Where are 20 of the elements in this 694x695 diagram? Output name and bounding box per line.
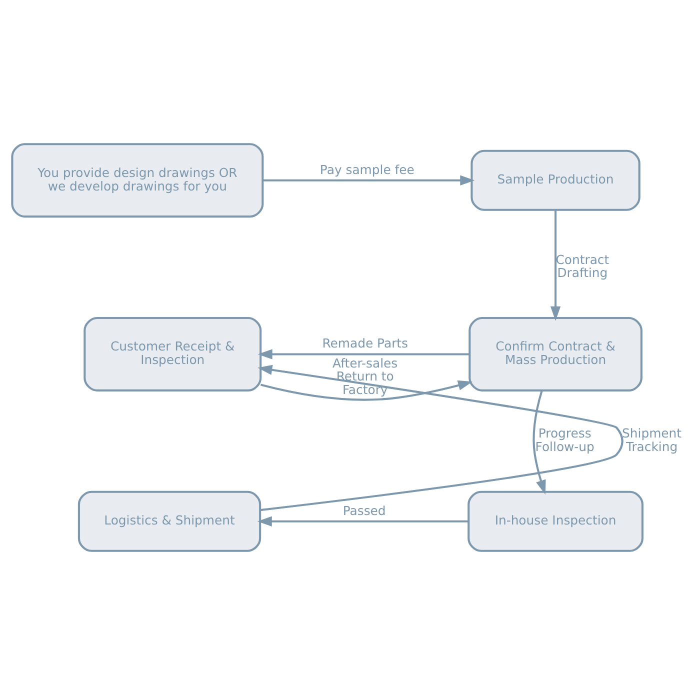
edge-label: After-sales Return to Factory (332, 355, 398, 398)
node-box: Confirm Contract & Mass Production (468, 316, 642, 392)
edge-label: Shipment Tracking (622, 426, 682, 454)
arrow (262, 175, 475, 186)
node-box: You provide design drawings OR we develop drawings for you (11, 143, 264, 218)
arrow (258, 364, 624, 512)
edge-label: Pay sample fee (320, 162, 414, 177)
edge-label: Passed (342, 502, 386, 518)
arrow (550, 210, 561, 321)
arrow (532, 390, 546, 495)
node-box: Sample Production (470, 150, 640, 211)
edge-label: Remade Parts (322, 336, 408, 351)
node-box: In-house Inspection (468, 490, 644, 552)
arrow (260, 380, 473, 401)
node-box: Customer Receipt & Inspection (84, 316, 262, 392)
edge-label: Progress Follow-up (535, 426, 594, 454)
arrow (258, 349, 470, 360)
arrow (257, 516, 468, 526)
node-box: Logistics & Shipment (78, 490, 262, 552)
edge-label: Contract Drafting (556, 252, 610, 280)
